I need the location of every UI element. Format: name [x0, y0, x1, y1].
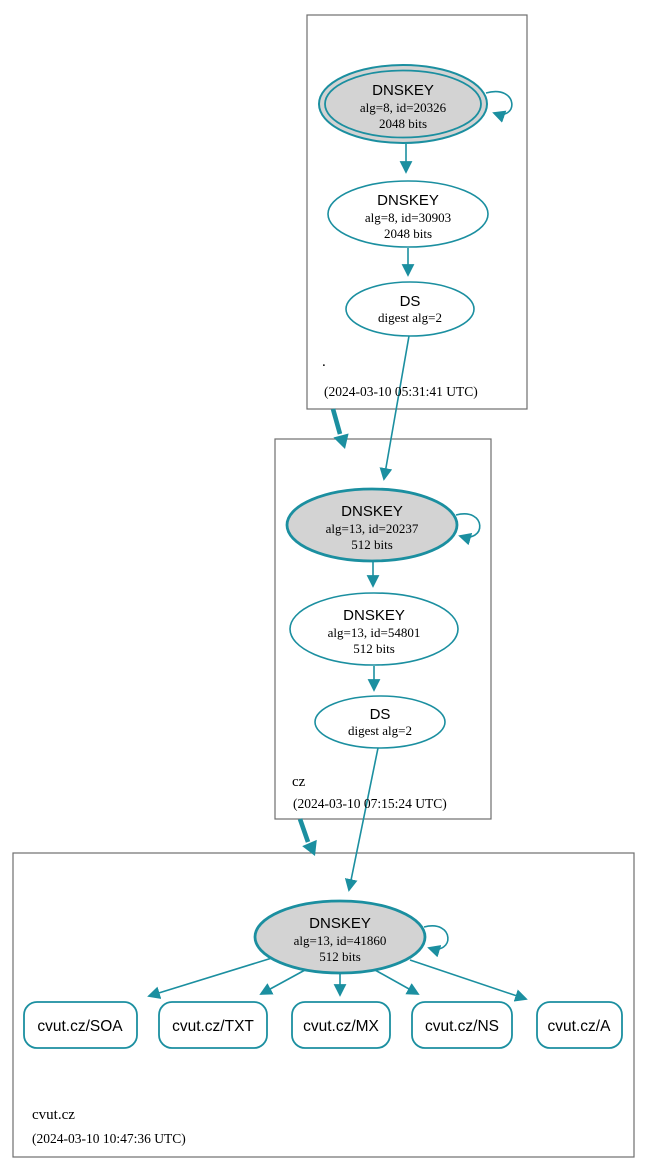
cz-ds-title: DS: [370, 706, 391, 723]
cz-ksk-node[interactable]: [285, 487, 459, 563]
edge-root-ksk-self-sign: [485, 90, 513, 123]
rrset-mx-label: cvut.cz/MX: [303, 1018, 379, 1035]
rrset-mx-node[interactable]: [291, 1001, 391, 1049]
root-zone-label: .: [322, 354, 326, 370]
root-ds-node[interactable]: [345, 281, 475, 337]
cz-zone-label: cz: [292, 774, 306, 790]
edge-root-to-cz-delegation: [330, 408, 343, 435]
edge-cvut-ksk-to-soa: [147, 957, 273, 999]
cz-ds-node[interactable]: [314, 695, 446, 749]
edge-cvut-ksk-to-txt: [259, 969, 306, 995]
rrset-a-node[interactable]: [536, 1001, 623, 1049]
cz-zsk-bits: 512 bits: [353, 641, 395, 656]
cvut-zone-label: cvut.cz: [32, 1107, 75, 1123]
rrset-ns-node[interactable]: [411, 1001, 513, 1049]
rrset-txt-label: cvut.cz/TXT: [172, 1018, 254, 1035]
cvut-ksk-detail: alg=13, id=41860: [294, 933, 387, 948]
rrset-soa-label: cvut.cz/SOA: [37, 1018, 123, 1035]
root-ksk-inner-ring: [324, 69, 482, 139]
cz-ksk-detail: alg=13, id=20237: [326, 521, 419, 536]
root-ksk-node[interactable]: [318, 64, 488, 144]
edge-cvut-ksk-to-ns: [374, 969, 420, 995]
root-zone-timestamp: (2024-03-10 05:31:41 UTC): [324, 384, 478, 399]
cz-zone-timestamp: (2024-03-10 07:15:24 UTC): [293, 796, 447, 811]
edge-cz-ds-to-cvut-ksk: [344, 747, 379, 892]
cvut-ksk-node[interactable]: [253, 899, 427, 975]
rrset-ns-label: cvut.cz/NS: [425, 1018, 499, 1035]
cz-zsk-node[interactable]: [289, 592, 459, 666]
root-zsk-detail: alg=8, id=30903: [365, 210, 451, 225]
edge-cz-to-cvut-delegation: [297, 818, 311, 843]
cz-ds-detail: digest alg=2: [348, 723, 412, 738]
edge-cvut-ksk-self-sign: [423, 925, 449, 958]
cz-zsk-detail: alg=13, id=54801: [328, 625, 421, 640]
cvut-ksk-bits: 512 bits: [319, 949, 361, 964]
rrset-soa-node[interactable]: [23, 1001, 138, 1049]
edge-root-to-cz-delegation-head: [333, 433, 349, 449]
root-zsk-title: DNSKEY: [377, 192, 439, 209]
edge-root-ds-to-cz-ksk: [379, 335, 410, 481]
root-ksk-detail: alg=8, id=20326: [360, 100, 447, 115]
root-ds-title: DS: [400, 293, 421, 310]
cvut-zone-timestamp: (2024-03-10 10:47:36 UTC): [32, 1131, 186, 1146]
cz-ksk-bits: 512 bits: [351, 537, 393, 552]
edge-cz-ksk-self-sign: [455, 513, 481, 546]
root-zsk-node[interactable]: [327, 180, 489, 248]
rrset-txt-node[interactable]: [158, 1001, 268, 1049]
root-zsk-bits: 2048 bits: [384, 226, 432, 241]
root-ksk-bits: 2048 bits: [379, 116, 427, 131]
root-ds-detail: digest alg=2: [378, 310, 442, 325]
root-ksk-title: DNSKEY: [372, 82, 434, 99]
edge-cz-to-cvut-delegation-head: [302, 839, 317, 856]
rrset-a-label: cvut.cz/A: [548, 1018, 612, 1035]
edge-cvut-ksk-to-a: [409, 959, 528, 1002]
cvut-ksk-title: DNSKEY: [309, 915, 371, 932]
cz-zsk-title: DNSKEY: [343, 607, 405, 624]
cz-ksk-title: DNSKEY: [341, 503, 403, 520]
